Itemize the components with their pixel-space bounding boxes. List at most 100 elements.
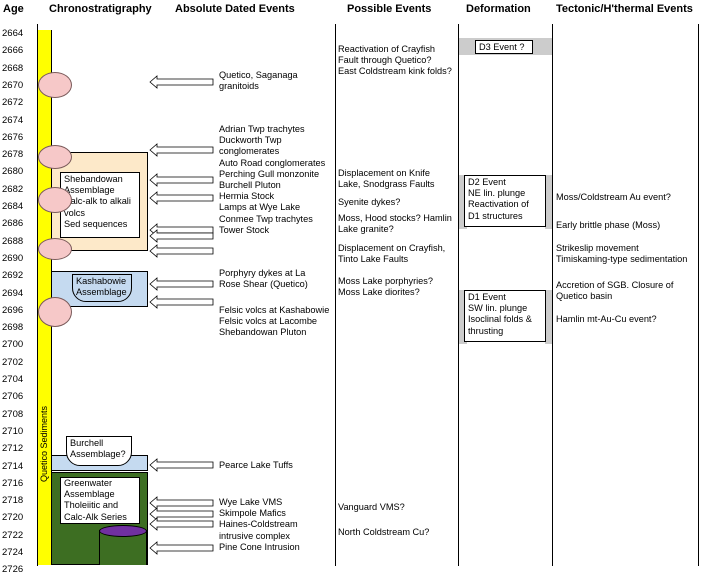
abs-line: Haines-Coldstream [219,519,298,530]
abs-line: Lamps at Wye Lake [219,202,301,213]
poss-vanguard: Vanguard VMS? [338,502,405,512]
abs-line: Wye Lake VMS [219,497,283,507]
header-possible-events: Possible Events [347,3,432,15]
deformation-bar-d2 [459,175,467,229]
age-tick-label: 2700 [2,339,24,351]
age-tick-label: 2714 [2,460,24,472]
abs-line: Auto Road conglomerates [219,157,326,168]
age-tick-label: 2666 [2,45,24,57]
age-tick-label: 2674 [2,114,24,126]
divider-age [37,24,38,566]
left-arrow [149,143,214,157]
abs-line: Tower Stock [219,224,270,235]
abs-line: Felsic volcs at Lacombe [219,316,318,327]
d1-line: D1 Event [468,292,506,302]
age-tick-label: 2676 [2,131,24,143]
age-tick-label: 2672 [2,97,24,109]
burchell-line: Burchell [70,438,104,448]
d3-event-box: D3 Event ? [475,40,533,54]
poss-line: East Coldstream kink folds? [338,66,452,77]
granitoid-ellipse [38,145,72,169]
d2-line: Reactivation of [468,199,529,210]
abs-line: conglomerates [219,146,280,157]
granitoid-ellipse [38,187,72,213]
left-arrow [149,173,214,187]
divider-tectonic [552,24,553,566]
granitoid-ellipse [38,297,72,327]
age-tick-label: 2696 [2,304,24,316]
d1-line: SW lin. plunge [468,303,528,314]
kashabowie-assemblage-box: Kashabowie Assemblage [72,274,132,302]
left-arrow [149,295,214,309]
abs-line: intrusive complex [219,530,290,541]
age-tick-label: 2720 [2,512,24,524]
d2-line: D2 Event [468,177,506,187]
shebandowan-line: Sed sequences [64,218,128,229]
left-arrow [149,229,214,243]
abs-group3: Wye Lake VMS Skimpole Mafics Haines-Cold… [219,497,300,553]
age-tick-label: 2704 [2,374,24,385]
tect-moss-au: Moss/Coldstream Au event? [556,192,671,202]
tect-accretion: Accretion of SGB. Closure of Quetico bas… [556,280,673,302]
tect-brittle: Early brittle phase (Moss) [556,220,661,230]
left-arrow [149,75,214,89]
age-tick-label: 2702 [2,356,24,368]
abs-line: Conmee Twp trachytes [219,213,313,224]
kashabowie-line: Kashabowie [76,276,127,286]
abs-line: Hermia Stock [219,191,275,202]
abs-line: Felsic volcs at Kashabowie [219,305,330,315]
age-tick-label: 2682 [2,183,24,195]
age-tick-label: 2686 [2,218,24,230]
abs-line: Porphyry dykes at La [219,268,306,278]
d1-line: thrusting [468,325,504,336]
abs-line: Duckworth Twp [219,135,282,146]
poss-line: Moss Lake diorites? [338,287,420,298]
age-tick-label: 2684 [2,201,24,212]
age-tick-label: 2680 [2,166,24,178]
tect-line: Accretion of SGB. Closure of [556,280,674,290]
d1-event-box: D1 Event SW lin. plunge Isoclinal folds … [464,290,546,342]
granitoid-ellipse [38,238,72,260]
poss-line: Fault through Quetico? [338,55,432,66]
age-tick-label: 2724 [2,547,24,558]
abs-line: Shebandowan Pluton [219,327,307,338]
age-tick-label: 2722 [2,529,24,541]
greenwater-line: Assemblage [64,489,115,500]
shebandowan-line: Assemblage [64,185,115,196]
abs-line: Skimpole Mafics [219,508,286,519]
age-tick-label: 2692 [2,270,24,282]
header-deformation: Deformation [466,3,531,15]
poss-line: Moss, Hood stocks? Hamlin [338,213,452,223]
tect-line: Timiskaming-type sedimentation [556,254,688,265]
greenwater-assemblage-box: Greenwater Assemblage Tholeiitic and Cal… [60,477,140,524]
poss-moss-hood: Moss, Hood stocks? Hamlin Lake granite? [338,213,452,235]
kashabowie-line: Assemblage [76,287,127,298]
age-tick-label: 2668 [2,62,24,74]
age-tick-label: 2688 [2,235,24,247]
age-tick-label: 2716 [2,477,24,489]
poss-line: Displacement on Crayfish, [338,243,446,253]
poss-line: Displacement on Knife [338,168,430,178]
poss-crayfish-displacement: Displacement on Crayfish, Tinto Lake Fau… [338,243,445,265]
poss-crayfish-reactivation: Reactivation of Crayfish Fault through Q… [338,44,452,78]
abs-group1: Adrian Twp trachytes Duckworth Twp congl… [219,124,325,236]
tect-line: Strikeslip movement [556,243,639,253]
d2-line: NE lin. plunge [468,188,526,199]
left-arrow [149,458,214,472]
deformation-bar-d2-right [545,175,552,229]
age-tick-label: 2670 [2,79,24,91]
age-tick-label: 2710 [2,425,24,437]
burchell-assemblage-box: Burchell Assemblage? [66,436,132,466]
header-chronostratigraphy: Chronostratigraphy [49,3,152,15]
poss-line: Lake granite? [338,224,394,235]
age-tick-label: 2698 [2,322,24,334]
shebandowan-line: volcs [64,207,85,218]
abs-group2: Felsic volcs at Kashabowie Felsic volcs … [219,305,329,339]
abs-line: Quetico, Saganaga [219,70,298,80]
abs-line: Rose Shear (Quetico) [219,279,308,290]
left-arrow [149,507,214,521]
d2-event-box: D2 Event NE lin. plunge Reactivation of … [464,175,546,227]
age-tick-label: 2706 [2,391,24,403]
granitoid-ellipse [38,72,72,98]
